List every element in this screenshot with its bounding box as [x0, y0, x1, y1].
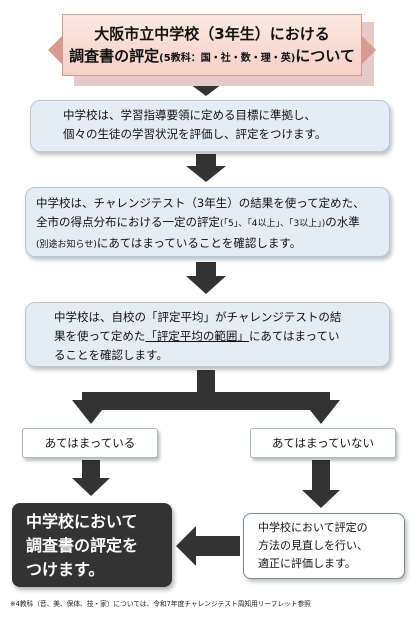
step2-box: 中学校は、チャレンジテスト（3年生）の結果を使って定めた、 全市の得点分布におけ… — [25, 187, 390, 257]
step3-line-2a: 果を使って定めた — [54, 329, 146, 343]
arrow-left-final — [176, 526, 240, 566]
title-ribbon-right — [360, 34, 376, 66]
final-left-line-2: 調査書の評定を — [26, 536, 139, 555]
step2-line-1: 中学校は、チャレンジテスト（3年生）の結果を使って定めた、 — [36, 196, 365, 210]
review-method-box: 中学校において評定の 方法の見直しを行い、 適正に評価します。 — [243, 513, 405, 579]
step3-range-label: 「評定平均の範囲」 — [145, 329, 249, 343]
final-right-line-2: 方法の見直しを行い、 — [258, 539, 368, 552]
step3-box: 中学校は、自校の「評定平均」がチャレンジテストの結 果を使って定めた「評定平均の… — [25, 302, 390, 367]
arrow-branch — [72, 370, 340, 424]
step1-line-1: 中学校は、学習指導要領に定める目標に準拠し、 — [63, 108, 316, 122]
step2-line-3b: にあてはまっていることを確認します。 — [96, 236, 302, 250]
step3-line-1: 中学校は、自校の「評定平均」がチャレンジテストの結 — [54, 310, 342, 324]
title-line-1: 大阪市立中学校（3年生）における — [94, 25, 330, 43]
title-ribbon-left — [48, 34, 64, 66]
final-right-line-3: 適正に評価します。 — [258, 557, 356, 570]
arrow-down-2 — [186, 154, 226, 182]
final-left-line-1: 中学校において — [26, 512, 138, 531]
step2-line-2c: の水準 — [325, 215, 360, 229]
step1-line-2: 個々の生徒の学習状況を評価し、評定をつけます。 — [63, 127, 327, 141]
branch-yes-box: あてはまっている — [22, 428, 158, 458]
arrow-down-yes — [72, 460, 110, 496]
branch-no-box: あてはまっていない — [250, 428, 396, 458]
title-subjects: (5教科：国・社・数・理・英) — [159, 53, 296, 64]
step3-line-2: 果を使って定めた「評定平均の範囲」にあてはまってい — [54, 327, 379, 346]
arrow-down-no — [302, 460, 340, 508]
title-line-2: 調査書の評定(5教科：国・社・数・理・英)について — [63, 45, 361, 70]
arrow-down-3 — [186, 262, 226, 294]
title-main: 調査書の評定 — [69, 47, 160, 65]
final-result-box: 中学校において 調査書の評定を つけます。 — [12, 503, 172, 587]
final-right-line-1: 中学校において評定の — [258, 521, 368, 534]
footnote: ※4教科（音、美、保体、技・家）については、令和7年度チャレンジテスト周知用リー… — [10, 600, 311, 608]
step2-line-3: (別途お知らせ)にあてはまっていることを確認します。 — [36, 234, 381, 255]
final-left-line-3: つけます。 — [26, 560, 105, 579]
step2-separate-notice: (別途お知らせ) — [36, 240, 97, 250]
step2-line-2: 全市の得点分布における一定の評定(「5」、「4以上」、「3以上」)の水準 — [36, 213, 381, 234]
title-end: について — [295, 47, 355, 65]
title-banner: 大阪市立中学校（3年生）における 調査書の評定(5教科：国・社・数・理・英)につ… — [62, 14, 362, 76]
step3-line-2c: にあてはまってい — [248, 329, 340, 343]
step1-box: 中学校は、学習指導要領に定める目標に準拠し、 個々の生徒の学習状況を評価し、評定… — [30, 100, 390, 152]
step3-line-3: ることを確認します。 — [54, 348, 168, 362]
step2-line-2a: 全市の得点分布における一定の評定 — [36, 215, 220, 229]
step2-grade-levels: (「5」、「4以上」、「3以上」) — [220, 219, 326, 229]
